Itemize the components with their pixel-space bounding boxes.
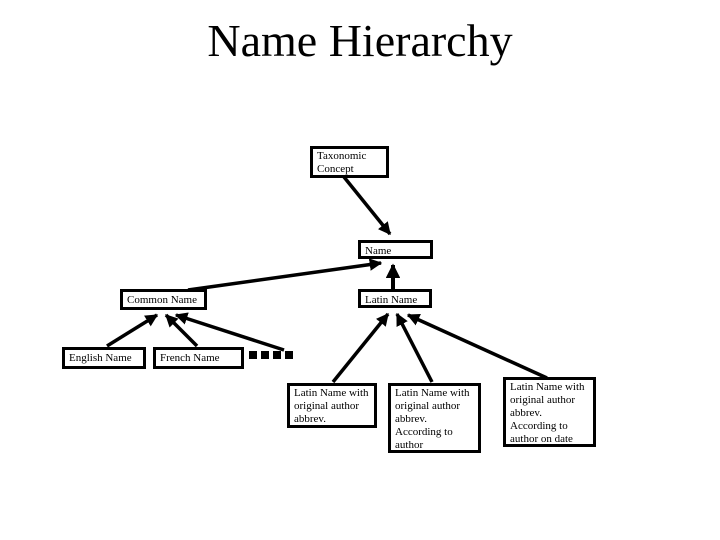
node-latin-abbrev-author: Latin Name with original author abbrev. … [388,383,481,453]
node-french-name: French Name [153,347,244,369]
node-latin-abbrev-author-date: Latin Name with original author abbrev. … [503,377,596,447]
edge-ellipsis-to-common-name [174,312,285,352]
edge-latin-abbrev-to-latin-name [331,312,390,384]
edge-english-name-to-common-name [106,313,159,348]
edge-taxonomic-concept-to-name [342,175,392,236]
ellipsis-dash [285,351,293,359]
node-english-name: English Name [62,347,146,369]
node-latin-abbrev: Latin Name with original author abbrev. [287,383,377,428]
ellipsis-dash [273,351,281,359]
edge-latin-abbrev-author-date-to-latin-name [406,313,548,380]
edge-common-name-to-name [187,258,383,292]
edge-latin-abbrev-author-to-latin-name [395,312,434,383]
node-name: Name [358,240,433,259]
ellipsis-dashes [249,351,293,359]
node-taxonomic-concept: Taxonomic Concept [310,146,389,178]
node-common-name: Common Name [120,289,207,310]
slide-title: Name Hierarchy [207,15,513,66]
ellipsis-dash [249,351,257,359]
ellipsis-dash [261,351,269,359]
edge-french-name-to-common-name [164,313,199,348]
node-latin-name: Latin Name [358,289,432,308]
